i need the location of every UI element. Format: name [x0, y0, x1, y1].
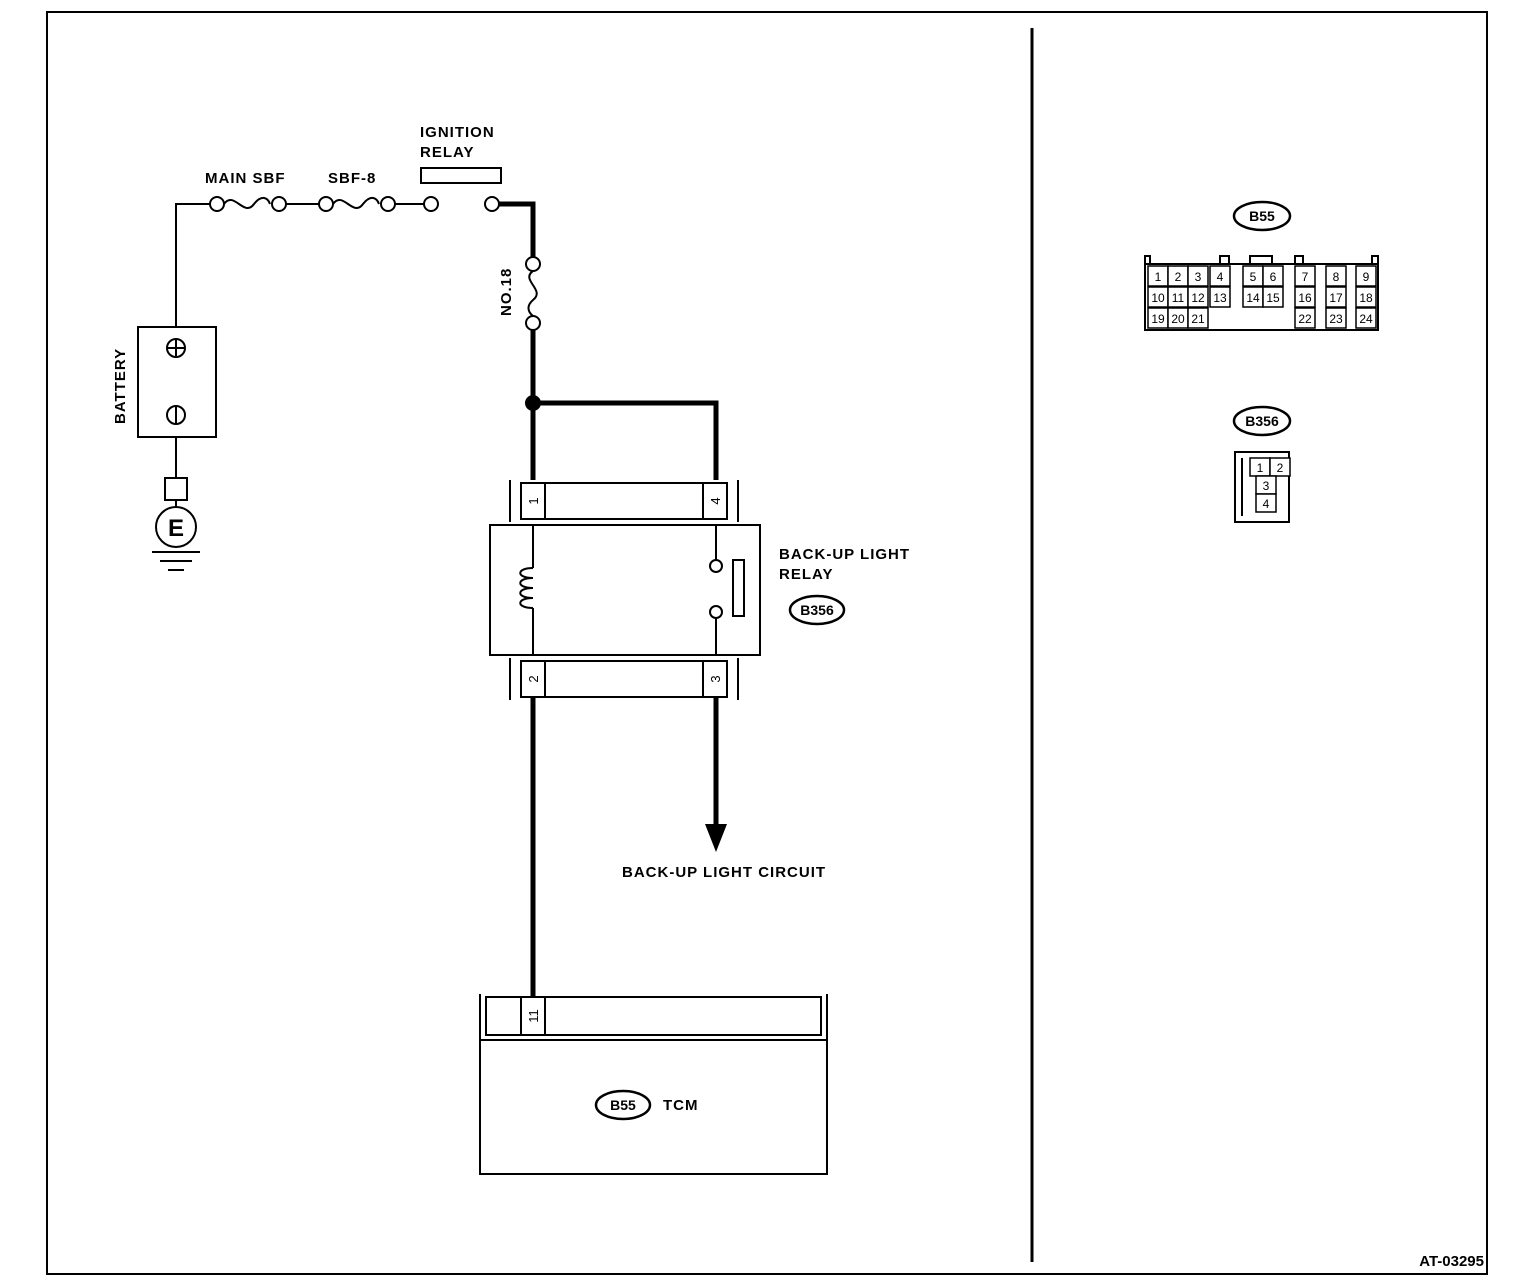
b55-pin-cell: [1325, 307, 1347, 329]
b55-pin-number: 15: [1266, 291, 1280, 305]
b55-pin-number: 19: [1151, 312, 1165, 326]
b55-pin-number: 12: [1191, 291, 1205, 305]
ignition-relay-label-1: IGNITION: [420, 124, 495, 141]
b55-pin-cell: [1325, 286, 1347, 308]
b55-pin-cell: [1355, 286, 1377, 308]
b55-pin-number: 4: [1217, 270, 1224, 284]
main-sbf-fuse: [209, 196, 287, 212]
relay-pin-2: 2: [526, 675, 541, 682]
b55-pin-number: 13: [1213, 291, 1227, 305]
b356-badge: B356: [1232, 405, 1292, 437]
backup-light-relay: [489, 524, 761, 656]
b55-pin-cell: [1187, 265, 1209, 287]
fuse-no18: [525, 256, 541, 331]
backup-circuit-label: BACK-UP LIGHT CIRCUIT: [622, 864, 826, 881]
ignition-relay: [420, 167, 502, 212]
b55-pin-number: 1: [1155, 270, 1162, 284]
relay-pin-4: 4: [708, 497, 723, 504]
b356-badge-label: B356: [1245, 413, 1279, 429]
b55-pin-number: 3: [1195, 270, 1202, 284]
fuse-no18-label: NO.18: [498, 268, 515, 316]
diagram-frame: [46, 11, 1488, 1275]
backup-circuit-arrow: [705, 824, 727, 852]
relay-pin-3: 3: [708, 675, 723, 682]
b55-pin-cell: [1262, 286, 1284, 308]
backup-relay-label-2: RELAY: [779, 566, 833, 583]
wire-ignition-output: [499, 201, 536, 257]
b55-pin-number: 24: [1359, 312, 1373, 326]
b356-connector-face: [1234, 451, 1291, 523]
b55-pin-cell: [1294, 265, 1316, 287]
main-sbf-label: MAIN SBF: [205, 170, 286, 187]
sbf8-fuse: [318, 196, 396, 212]
b55-pin-number: 2: [1175, 270, 1182, 284]
b356-pin-4: 4: [1263, 497, 1270, 511]
b55-pin-number: 21: [1191, 312, 1205, 326]
b55-pin-cell: [1209, 265, 1231, 287]
b55-pin-number: 16: [1298, 291, 1312, 305]
b55-pin-cell: [1209, 286, 1231, 308]
b55-pin-cell: [1355, 307, 1377, 329]
battery: [137, 326, 217, 438]
b55-badge-label: B55: [1249, 208, 1275, 224]
ground-label: E: [168, 515, 184, 542]
relay-pin-1: 1: [526, 497, 541, 504]
b55-pin-cell: [1325, 265, 1347, 287]
b55-pin-number: 20: [1171, 312, 1185, 326]
b55-badge: B55: [1232, 200, 1292, 232]
relay-top-connector: [509, 480, 739, 522]
b55-latches: [1144, 255, 1379, 264]
backup-relay-label-1: BACK-UP LIGHT: [779, 546, 910, 563]
ignition-relay-label-2: RELAY: [420, 144, 474, 161]
b55-pin-number: 17: [1329, 291, 1343, 305]
backup-relay-connector-badge: B356: [788, 594, 846, 626]
b55-pin-number: 11: [1172, 291, 1185, 305]
b55-pin-cell: [1355, 265, 1377, 287]
backup-relay-connector-id: B356: [800, 602, 834, 618]
b55-pin-number: 5: [1250, 270, 1257, 284]
b55-pin-number: 14: [1246, 291, 1260, 305]
b55-pin-number: 6: [1270, 270, 1277, 284]
b55-pin-number: 9: [1363, 270, 1370, 284]
b55-pin-cell: [1294, 307, 1316, 329]
b55-pin-number: 23: [1329, 312, 1343, 326]
b356-pin-1: 1: [1257, 461, 1264, 475]
wire-junction-to-pin4: [533, 400, 719, 480]
ground-symbol: [152, 477, 200, 571]
sbf8-label: SBF-8: [328, 170, 376, 187]
b356-pin-3: 3: [1263, 479, 1270, 493]
b55-pin-number: 8: [1333, 270, 1340, 284]
battery-label: BATTERY: [112, 348, 129, 424]
b55-pin-number: 22: [1298, 312, 1312, 326]
tcm-connector-id: B55: [610, 1097, 636, 1113]
b55-pin-cell: [1187, 307, 1209, 329]
figure-code: AT-03295: [1419, 1253, 1484, 1270]
b55-pin-cell: [1262, 265, 1284, 287]
b55-pin-number: 7: [1302, 270, 1309, 284]
tcm-connector-badge: B55: [594, 1089, 652, 1121]
b356-pin-2: 2: [1277, 461, 1284, 475]
tcm-label: TCM: [663, 1097, 699, 1114]
tcm-unit: [479, 994, 828, 1175]
tcm-pin-11: 11: [526, 1009, 541, 1023]
relay-bottom-connector: [509, 658, 739, 700]
b55-pin-cell: [1294, 286, 1316, 308]
wire-battery-feed: [175, 203, 213, 340]
b55-pin-number: 18: [1359, 291, 1373, 305]
b55-pin-cell: [1187, 286, 1209, 308]
b55-pin-number: 10: [1151, 291, 1165, 305]
